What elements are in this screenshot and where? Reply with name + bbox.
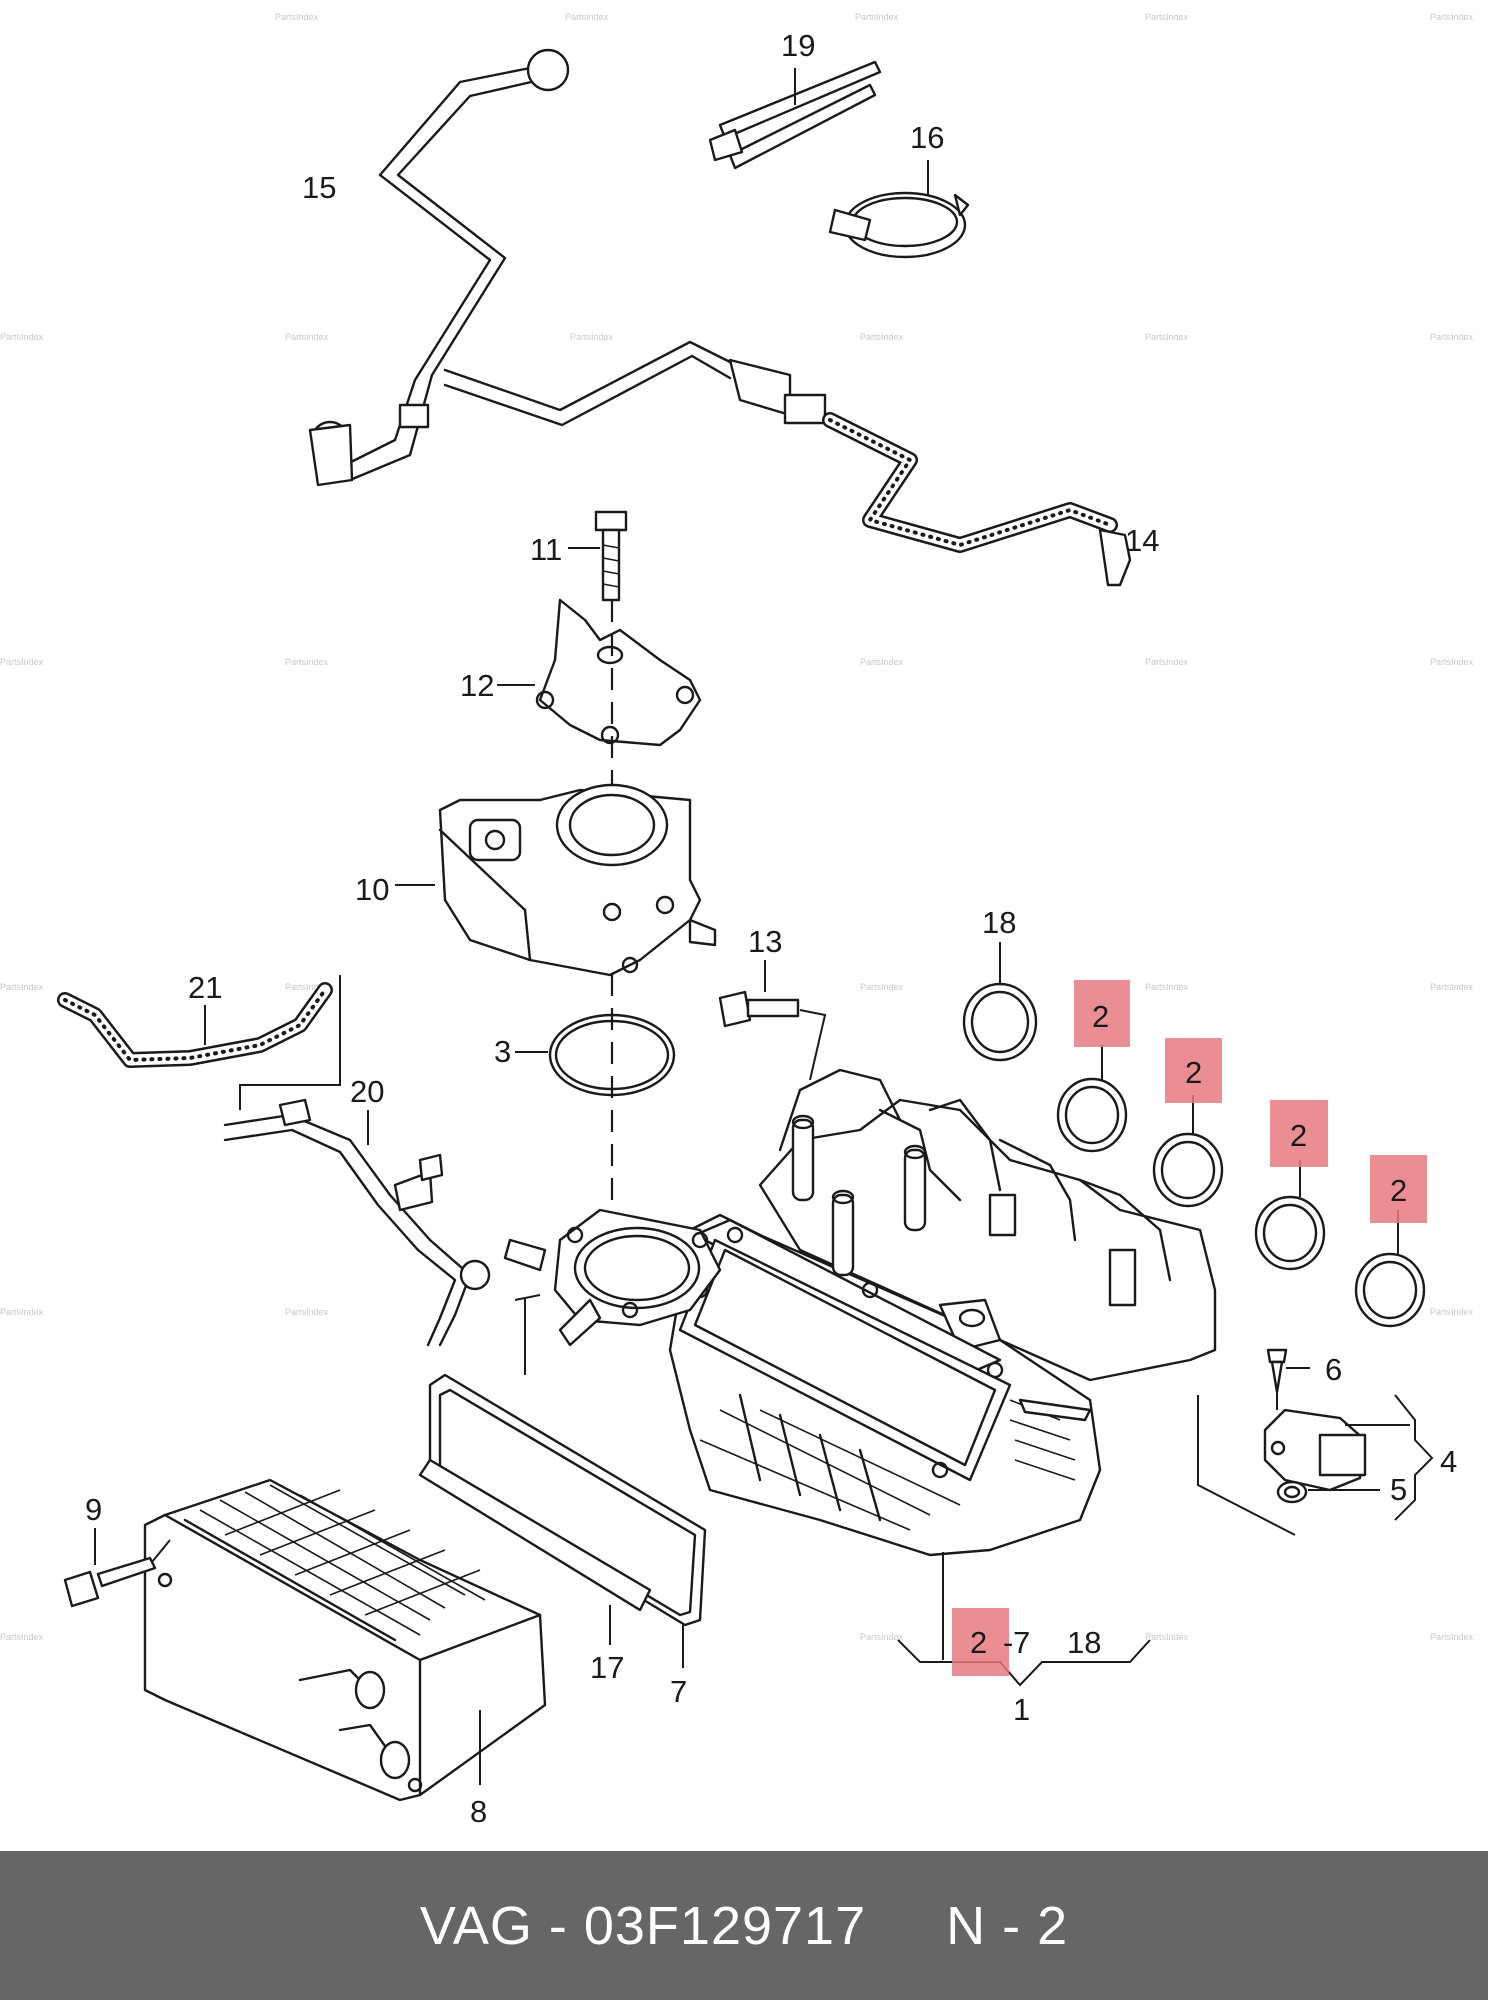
part-17-gasket bbox=[418, 1373, 707, 1668]
part-10-throttle-body bbox=[395, 783, 717, 977]
part-6-screw bbox=[1266, 1348, 1310, 1410]
svg-text:PartsIndex: PartsIndex bbox=[1430, 1632, 1474, 1642]
highlight-2c bbox=[1270, 1100, 1328, 1167]
part-20-vacuum-line bbox=[223, 1098, 491, 1347]
svg-text:PartsIndex: PartsIndex bbox=[860, 982, 904, 992]
svg-text:PartsIndex: PartsIndex bbox=[285, 657, 329, 667]
callout-2c: 2 bbox=[1290, 1118, 1307, 1153]
svg-text:PartsIndex: PartsIndex bbox=[1145, 332, 1189, 342]
part-19-cable-ties bbox=[708, 60, 882, 170]
callout-10: 10 bbox=[355, 872, 389, 907]
svg-text:PartsIndex: PartsIndex bbox=[0, 657, 44, 667]
svg-text:PartsIndex: PartsIndex bbox=[0, 1307, 44, 1317]
part-15-pipe bbox=[308, 48, 732, 487]
callout-20: 20 bbox=[350, 1074, 384, 1109]
part-16-clamp bbox=[828, 160, 970, 259]
callout-21: 21 bbox=[188, 970, 222, 1005]
part-12-bracket bbox=[497, 598, 702, 747]
callout-13: 13 bbox=[748, 924, 782, 959]
part-18-seal-ring bbox=[962, 942, 1038, 1062]
highlight-2b bbox=[1165, 1038, 1222, 1103]
highlight-2a bbox=[1074, 980, 1130, 1047]
svg-text:PartsIndex: PartsIndex bbox=[285, 1307, 329, 1317]
callout-12: 12 bbox=[460, 668, 494, 703]
callout-16: 16 bbox=[910, 120, 944, 155]
svg-text:PartsIndex: PartsIndex bbox=[1145, 657, 1189, 667]
svg-text:PartsIndex: PartsIndex bbox=[860, 657, 904, 667]
svg-text:PartsIndex: PartsIndex bbox=[285, 332, 329, 342]
svg-text:PartsIndex: PartsIndex bbox=[565, 12, 609, 22]
part-3-o-ring bbox=[515, 1013, 676, 1097]
svg-text:PartsIndex: PartsIndex bbox=[275, 12, 319, 22]
callout-8: 8 bbox=[470, 1794, 487, 1829]
parts-diagram: PartsIndex PartsIndex PartsIndex PartsIn… bbox=[0, 12, 1474, 1829]
svg-text:PartsIndex: PartsIndex bbox=[1430, 332, 1474, 342]
callout-18-top: 18 bbox=[982, 905, 1016, 940]
svg-text:PartsIndex: PartsIndex bbox=[0, 1632, 44, 1642]
callout-19: 19 bbox=[781, 28, 815, 63]
part-11-bolt bbox=[568, 510, 628, 602]
svg-text:PartsIndex: PartsIndex bbox=[285, 982, 329, 992]
callout-5: 5 bbox=[1390, 1472, 1407, 1507]
svg-text:PartsIndex: PartsIndex bbox=[1145, 1632, 1189, 1642]
svg-text:PartsIndex: PartsIndex bbox=[1145, 982, 1189, 992]
callout-6: 6 bbox=[1325, 1352, 1342, 1387]
callout-15: 15 bbox=[302, 170, 336, 205]
svg-text:PartsIndex: PartsIndex bbox=[1430, 982, 1474, 992]
svg-text:PartsIndex: PartsIndex bbox=[1430, 657, 1474, 667]
callout-3: 3 bbox=[494, 1034, 511, 1069]
callout-9: 9 bbox=[85, 1492, 102, 1527]
callout-17: 17 bbox=[590, 1650, 624, 1685]
callout-2d: 2 bbox=[1390, 1173, 1407, 1208]
part-number-footer: VAG - 03F129717 N - 2 bbox=[0, 1851, 1488, 2000]
callout-7: 7 bbox=[1013, 1625, 1030, 1660]
highlight-2e bbox=[952, 1608, 1009, 1676]
part-4-sensor bbox=[1197, 1394, 1434, 1536]
callout-7-bottom: 7 bbox=[670, 1674, 687, 1709]
part-21-hose bbox=[57, 975, 341, 1110]
svg-text:PartsIndex: PartsIndex bbox=[1430, 12, 1474, 22]
part-1-intake-manifold bbox=[668, 1068, 1217, 1557]
callouts: 19 16 15 14 11 12 10 18 13 21 2 3 2 20 2… bbox=[85, 28, 1457, 1829]
callout-2a: 2 bbox=[1092, 999, 1109, 1034]
part-number-label: VAG - 03F129717 N - 2 bbox=[419, 1895, 1069, 1956]
callout-18-bottom: 18 bbox=[1067, 1625, 1101, 1660]
svg-text:PartsIndex: PartsIndex bbox=[855, 12, 899, 22]
callout-2b: 2 bbox=[1185, 1055, 1202, 1090]
callout-4: 4 bbox=[1440, 1444, 1457, 1479]
callout-1: 1 bbox=[1013, 1692, 1030, 1727]
svg-text:PartsIndex: PartsIndex bbox=[860, 332, 904, 342]
svg-text:-: - bbox=[1003, 1625, 1013, 1660]
part-14-hose bbox=[728, 358, 1132, 587]
callout-11: 11 bbox=[530, 532, 562, 567]
highlight-2d bbox=[1370, 1155, 1427, 1223]
svg-text:PartsIndex: PartsIndex bbox=[1430, 1307, 1474, 1317]
part-13-bolt bbox=[718, 960, 827, 1081]
svg-text:PartsIndex: PartsIndex bbox=[1145, 12, 1189, 22]
callout-14: 14 bbox=[1125, 523, 1159, 558]
svg-text:PartsIndex: PartsIndex bbox=[0, 982, 44, 992]
callout-2e: 2 bbox=[970, 1625, 987, 1660]
assembly-bracket-1 bbox=[897, 1552, 1151, 1687]
svg-text:PartsIndex: PartsIndex bbox=[570, 332, 614, 342]
manifold-throttle-flange bbox=[503, 1208, 722, 1375]
svg-text:PartsIndex: PartsIndex bbox=[860, 1632, 904, 1642]
part-9-screw bbox=[63, 1528, 171, 1608]
svg-text:PartsIndex: PartsIndex bbox=[0, 332, 44, 342]
part-8-intercooler bbox=[143, 1478, 547, 1802]
highlight-boxes bbox=[952, 980, 1427, 1676]
part-2-seal-rings bbox=[1056, 1045, 1426, 1328]
watermarks: PartsIndex PartsIndex PartsIndex PartsIn… bbox=[0, 12, 1474, 1642]
